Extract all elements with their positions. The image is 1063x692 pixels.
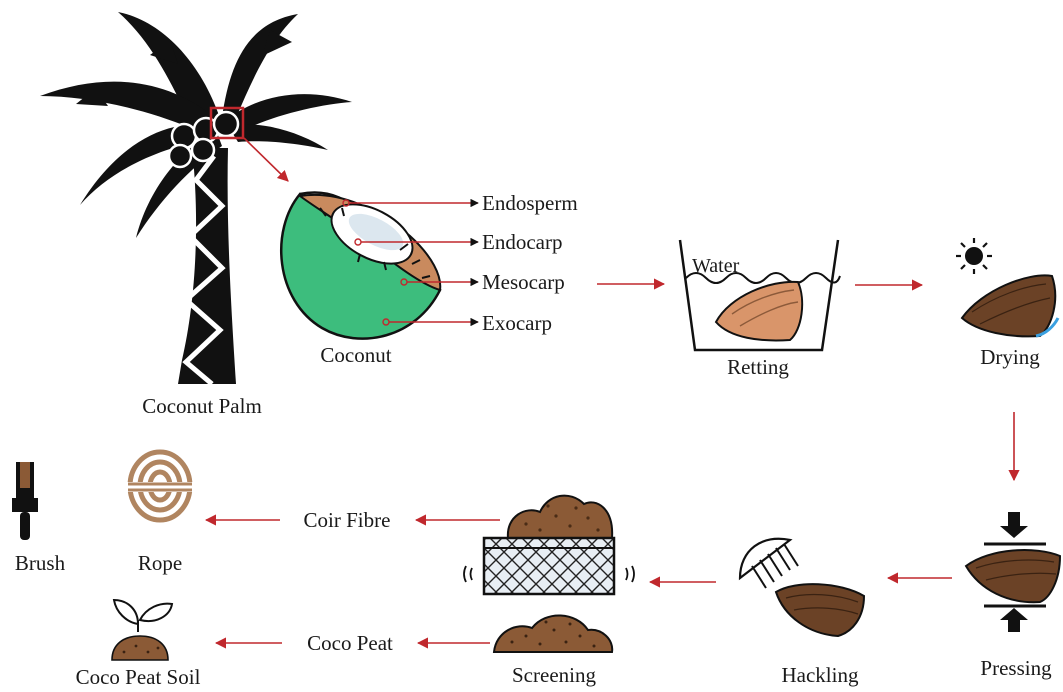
endosperm-label: Endosperm [482, 191, 578, 215]
rope-icon [126, 452, 194, 520]
coco-peat-label: Coco Peat [307, 631, 393, 655]
pressing-label: Pressing [980, 656, 1052, 680]
sun-icon [956, 238, 992, 274]
drying-label: Drying [980, 345, 1040, 369]
coco-peat-soil-label: Coco Peat Soil [76, 665, 201, 689]
retting-label: Retting [727, 355, 789, 379]
coconut-palm-label: Coconut Palm [142, 394, 262, 418]
press-icon [966, 512, 1060, 632]
rope-label: Rope [138, 551, 182, 575]
coconut-label: Coconut [320, 343, 391, 367]
hackling-label: Hackling [782, 663, 859, 687]
brush-label: Brush [15, 551, 66, 575]
coir-fibre-label: Coir Fibre [304, 508, 391, 532]
peat-heap-icon [494, 615, 612, 652]
sieve-icon [464, 538, 634, 594]
fibre-heap-icon [508, 496, 612, 538]
mesocarp-label: Mesocarp [482, 270, 565, 294]
exocarp-label: Exocarp [482, 311, 552, 335]
dried-husk-icon [962, 275, 1058, 336]
brush-icon [12, 462, 38, 540]
water-label: Water [692, 255, 740, 277]
hackled-husk-icon [776, 584, 864, 636]
plant-icon [112, 600, 172, 660]
palm-to-coconut-arrow [244, 138, 288, 181]
endocarp-label: Endocarp [482, 230, 562, 254]
comb-icon [740, 539, 798, 588]
coconut-section-icon [281, 192, 440, 338]
screening-label: Screening [512, 663, 596, 687]
